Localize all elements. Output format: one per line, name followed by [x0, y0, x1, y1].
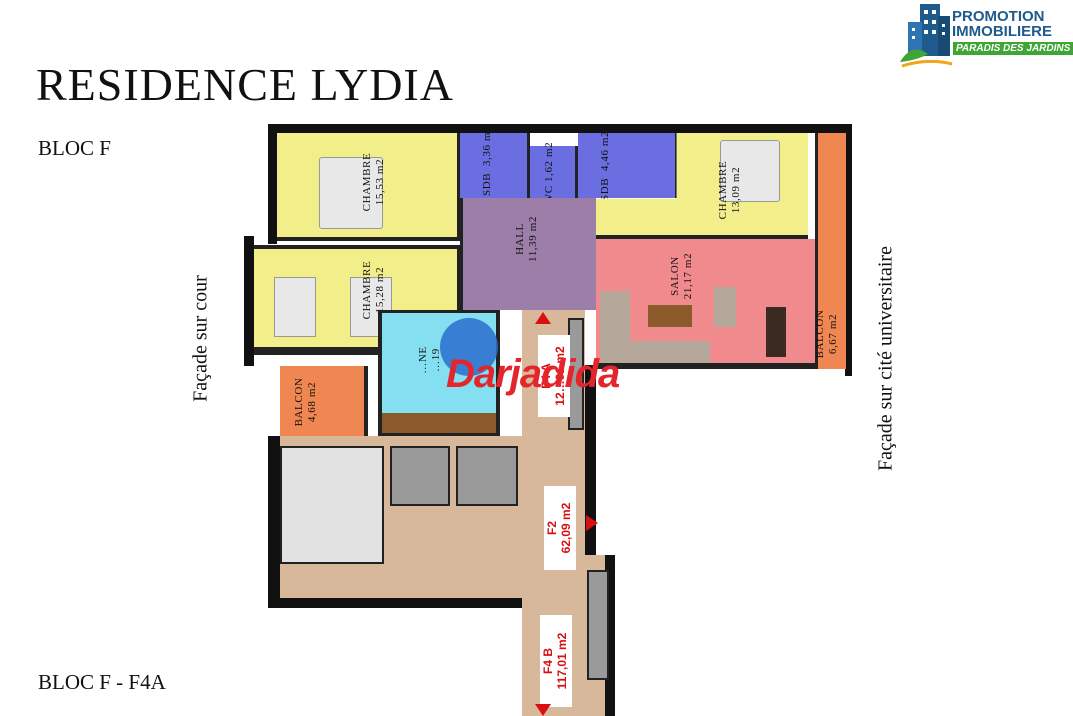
storage-column: [587, 570, 609, 680]
wall-top: [268, 124, 852, 133]
label-sdb-2: SDB 4,46 m2: [599, 130, 611, 201]
watermark-text: Darjadida: [446, 352, 620, 396]
wall-bottom-stair: [268, 598, 526, 608]
wall-left-mid: [244, 236, 254, 366]
sofa-icon: [600, 291, 630, 363]
label-cuisine: …NE…19: [417, 346, 442, 374]
room-balcon-left: [280, 366, 368, 438]
logo-line-1: PROMOTION: [952, 8, 1045, 25]
dining-table-icon: [766, 307, 786, 357]
staircase: [280, 446, 384, 564]
wall-left-lower: [268, 436, 280, 608]
arrow-down-icon: [535, 704, 551, 716]
sofa-icon-2: [630, 341, 710, 363]
room-sdb-1: [460, 133, 530, 198]
room-hall: [460, 198, 596, 310]
company-logo: PROMOTION IMMOBILIERE PARADIS DES JARDIN…: [898, 2, 1073, 72]
shaft-1: [390, 446, 450, 506]
page-title: RESIDENCE LYDIA: [36, 59, 454, 110]
room-chambre-1: [277, 133, 460, 241]
bloc-label: BLOC F: [38, 136, 111, 160]
bed-icon: [319, 157, 383, 229]
wall-corridor-right-low: [605, 555, 615, 716]
room-salon: [596, 239, 815, 369]
label-sdb-1: SDB 3,36 m2: [481, 125, 493, 196]
room-balcon-right: [815, 133, 846, 369]
table-icon: [648, 305, 692, 327]
logo-line-2: IMMOBILIERE: [952, 23, 1052, 40]
wall-corridor-right: [584, 365, 596, 555]
wall-left-upper: [268, 124, 277, 244]
label-wc: WC 1,62 m2: [543, 141, 555, 205]
logo-line-3: PARADIS DES JARDINS: [953, 42, 1073, 55]
counter-icon: [382, 413, 496, 433]
bed-icon-2: [720, 140, 780, 202]
room-wc: [530, 146, 578, 198]
room-sdb-2: [578, 133, 678, 198]
wall-right: [845, 124, 852, 376]
bloc-footer-label: BLOC F - F4A: [38, 670, 166, 694]
arrow-up-icon: [535, 312, 551, 324]
shaft-2: [456, 446, 518, 506]
armchair-icon: [714, 287, 736, 327]
building-icon: [900, 4, 953, 68]
watermark-logo-icon: [440, 318, 498, 376]
arrow-right-icon: [586, 515, 598, 531]
bed-icon-3: [274, 277, 316, 337]
